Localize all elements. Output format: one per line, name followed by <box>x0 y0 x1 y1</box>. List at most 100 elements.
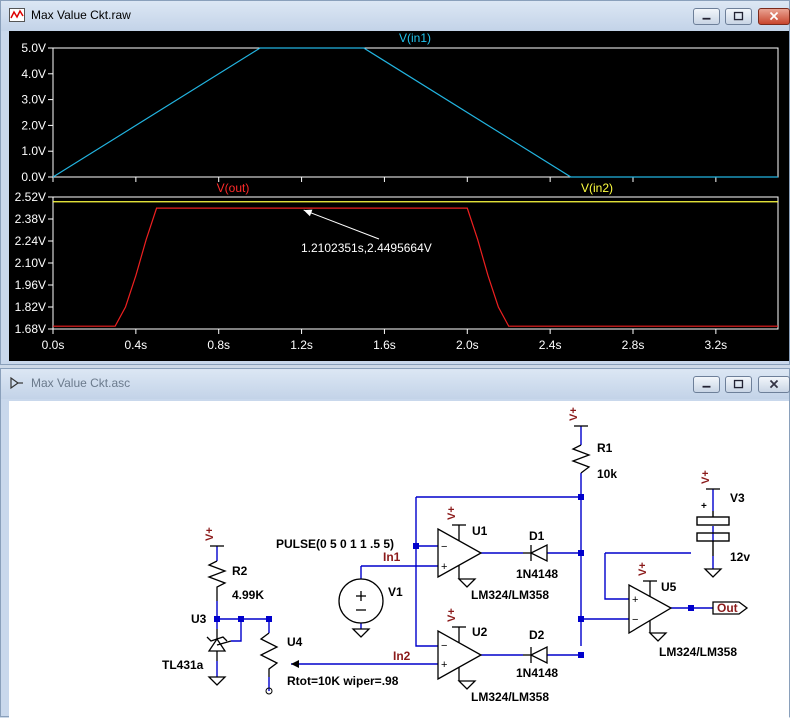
schematic-drawing[interactable]: + <box>9 401 789 718</box>
maximize-icon <box>733 11 744 21</box>
u5-model: LM324/LM358 <box>659 645 737 659</box>
x-tick-label: 2.0s <box>456 338 479 352</box>
v1-label: V1 <box>388 585 403 599</box>
u1-model: LM324/LM358 <box>471 588 549 602</box>
minimize-button-schematic[interactable] <box>693 376 720 393</box>
u2-label: U2 <box>472 625 488 639</box>
top-y-tick-label: 0.0V <box>21 170 46 184</box>
close-icon <box>769 379 779 389</box>
x-tick-label: 2.8s <box>622 338 645 352</box>
u4-value: Rtot=10K wiper=.98 <box>287 674 399 688</box>
waveform-window: Max Value Ckt.raw 5.0V 4.0V 3.0V 2.0V 1.0V 0.… <box>0 0 790 365</box>
u3-label: U3 <box>191 612 207 626</box>
minimize-button[interactable] <box>693 8 720 25</box>
bottom-y-tick-label: 1.68V <box>15 322 46 336</box>
trace-label-in1[interactable]: V(in1) <box>399 31 431 45</box>
maximize-button[interactable] <box>725 8 752 25</box>
r1-label: R1 <box>597 441 613 455</box>
net-label-in1[interactable]: In1 <box>383 550 401 564</box>
cursor-arrow <box>303 209 380 240</box>
close-icon <box>769 11 779 21</box>
top-pane-frame <box>52 47 779 178</box>
pulse-source-v1[interactable] <box>338 578 384 624</box>
potentiometer-u4[interactable] <box>259 632 279 677</box>
v3-value: 12v <box>730 550 750 564</box>
waveform-plot[interactable]: 5.0V4.0V3.0V2.0V1.0V0.0V 2.52V2.38V2.24V… <box>9 31 789 361</box>
maximize-icon <box>733 379 744 389</box>
bottom-y-tick-label: 2.24V <box>15 234 46 248</box>
top-y-tick-label: 3.0V <box>21 93 46 107</box>
u5-plus: + <box>632 594 638 606</box>
maximize-button-schematic[interactable] <box>725 376 752 393</box>
x-tick-label: 0.4s <box>125 338 148 352</box>
cursor-readout: 1.2102351s,2.4495664V <box>301 241 432 255</box>
schematic-window: Max Value Ckt.asc <box>0 368 790 718</box>
diode-d2[interactable] <box>523 645 548 665</box>
battery-v3[interactable] <box>696 511 730 556</box>
opamp-power-pins <box>458 525 651 681</box>
v3-label: V3 <box>730 491 745 505</box>
trace-label-in2[interactable]: V(in2) <box>581 181 613 195</box>
d2-label: D2 <box>529 628 545 642</box>
top-y-tick-label: 2.0V <box>21 118 46 132</box>
diode-d1[interactable] <box>523 543 548 563</box>
net-label-out[interactable]: Out <box>717 601 738 615</box>
waveform-icon <box>9 8 25 22</box>
u5-minus: − <box>632 614 638 626</box>
out-port[interactable] <box>712 601 749 615</box>
trace-label-out[interactable]: V(out) <box>217 181 250 195</box>
minimize-icon <box>702 385 711 388</box>
top-y-tick-label: 1.0V <box>21 144 46 158</box>
x-tick-label: 0.8s <box>207 338 230 352</box>
v1-value: PULSE(0 5 0 1 1 .5 5) <box>276 537 394 551</box>
waveform-window-title: Max Value Ckt.raw <box>31 8 131 22</box>
junctions <box>214 494 694 658</box>
trace-out <box>53 207 778 327</box>
vplus-label-v3: V+ <box>700 470 712 484</box>
pot-terminal <box>265 687 273 695</box>
battery-plus-sign: + <box>701 501 707 512</box>
r1-value: 10k <box>597 467 617 481</box>
x-tick-label: 2.4s <box>539 338 562 352</box>
bottom-y-tick-label: 2.10V <box>15 256 46 270</box>
r2-label: R2 <box>232 564 248 578</box>
vplus-label-u1: V+ <box>446 506 458 520</box>
u1-minus: − <box>441 541 447 553</box>
bottom-y-tick-label: 2.52V <box>15 190 46 204</box>
schematic-titlebar[interactable]: Max Value Ckt.asc <box>1 369 790 399</box>
net-label-in2[interactable]: In2 <box>393 649 411 663</box>
schematic-canvas[interactable]: + <box>9 401 789 718</box>
u5-label: U5 <box>661 580 677 594</box>
vplus-label-r1: V+ <box>568 407 580 421</box>
bottom-pane-frame <box>52 196 779 330</box>
d1-label: D1 <box>529 529 545 543</box>
resistor-r1[interactable] <box>571 444 591 474</box>
x-tick-label: 1.6s <box>373 338 396 352</box>
u1-label: U1 <box>472 524 488 538</box>
u2-model: LM324/LM358 <box>471 690 549 704</box>
minimize-icon <box>702 17 711 20</box>
u2-minus: − <box>441 640 447 652</box>
vplus-label-u2: V+ <box>446 608 458 622</box>
u2-plus: + <box>441 659 447 671</box>
resistor-r2[interactable] <box>207 560 227 601</box>
schematic-window-title: Max Value Ckt.asc <box>31 376 131 390</box>
vplus-symbols <box>210 425 720 628</box>
r2-value: 4.99K <box>232 588 264 602</box>
close-button[interactable] <box>758 8 790 25</box>
u1-plus: + <box>441 561 447 573</box>
top-y-tick-label: 4.0V <box>21 67 46 81</box>
cursor-arrowhead <box>303 209 313 217</box>
x-tick-label: 3.2s <box>705 338 728 352</box>
close-button-schematic[interactable] <box>758 376 790 393</box>
vplus-label-r2: V+ <box>204 527 216 541</box>
top-y-tick-label: 5.0V <box>21 41 46 55</box>
schematic-icon <box>10 376 23 390</box>
bottom-y-tick-label: 1.82V <box>15 300 46 314</box>
shunt-regulator-u3[interactable] <box>206 629 232 661</box>
waveform-titlebar[interactable]: Max Value Ckt.raw <box>1 1 790 31</box>
u4-label: U4 <box>287 635 303 649</box>
x-tick-label: 0.0s <box>42 338 65 352</box>
bottom-y-tick-label: 1.96V <box>15 278 46 292</box>
